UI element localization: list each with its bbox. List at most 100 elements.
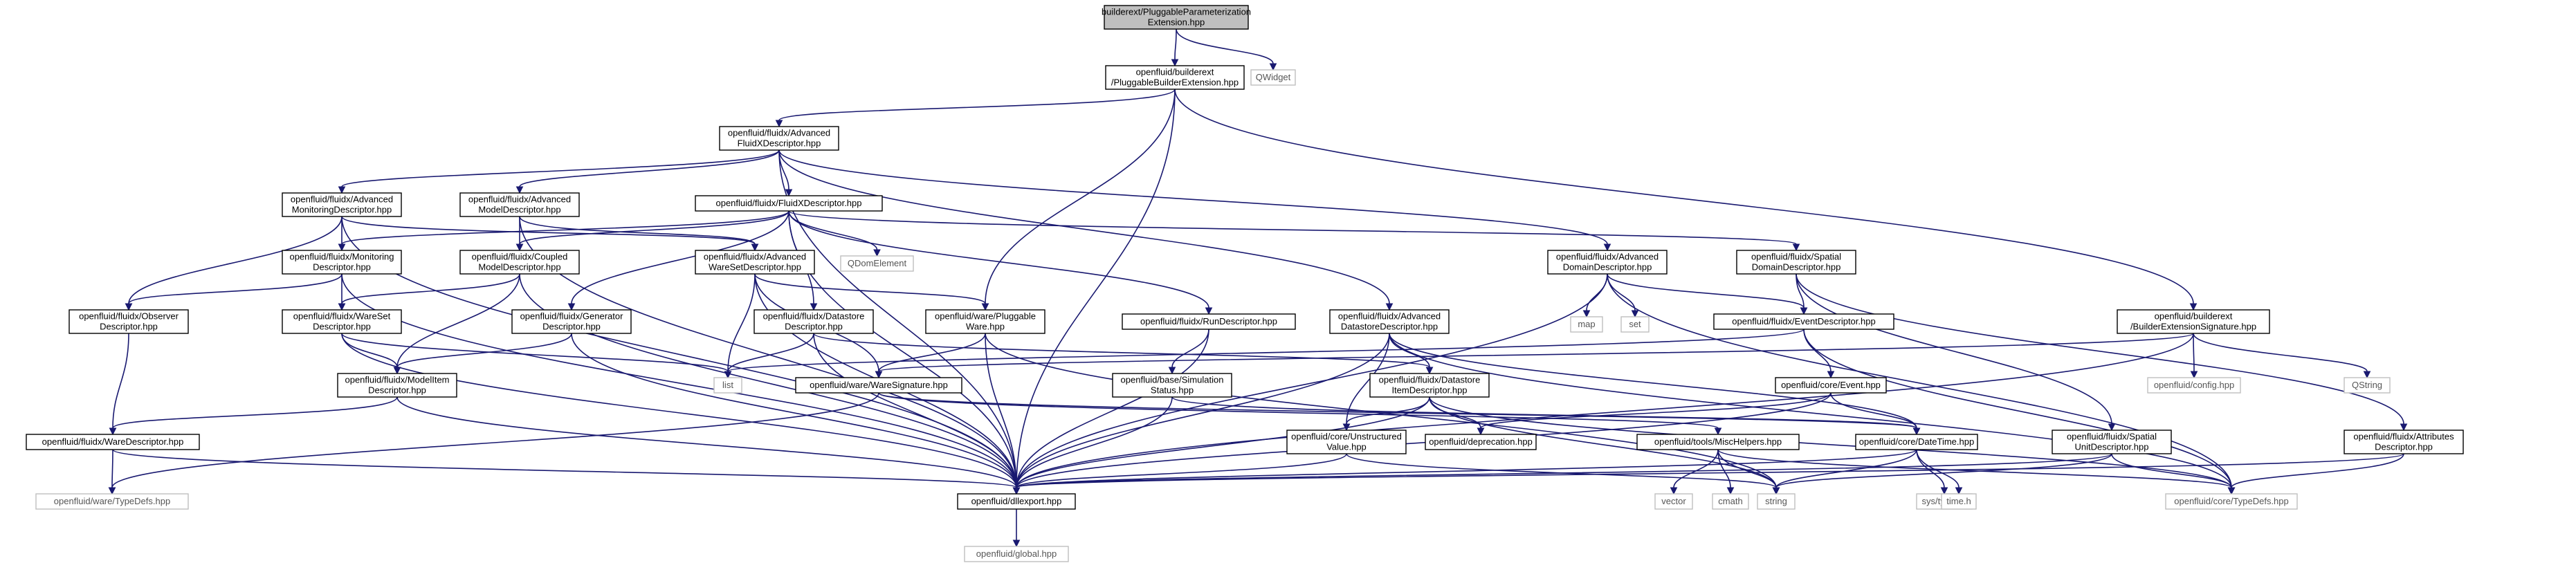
edge-add-to-map	[1586, 273, 1608, 311]
arrowhead-amodd-to-awsd	[751, 243, 759, 252]
node-box-sdd	[1736, 250, 1856, 275]
edge-attd-to-ctd	[2231, 453, 2404, 488]
node-label-qwidget-line1: QWidget	[1256, 72, 1291, 82]
edge-wsig-to-wtd	[111, 392, 879, 488]
node-label-rund-line1: openfluid/fluidx/RunDescriptor.hpp	[1140, 316, 1277, 326]
node-qdom: QDomElement	[840, 255, 914, 272]
node-label-uval-line2: Value.hpp	[1326, 442, 1367, 452]
node-label-dsd-line2: Descriptor.hpp	[785, 322, 843, 332]
node-label-dsid-line2: ItemDescriptor.hpp	[1391, 385, 1467, 396]
node-label-timeh-line1: time.h	[1946, 496, 1971, 506]
edge-amond-to-awsd	[341, 216, 756, 245]
node-box-attd	[2344, 430, 2464, 454]
node-box-mh	[1636, 434, 1800, 450]
node-label-adsd-line2: DatastoreDescriptor.hpp	[1341, 322, 1438, 332]
node-box-pbe	[1105, 65, 1245, 90]
edge-evd-to-ctd	[1803, 329, 2232, 488]
arrowhead-cmd-to-wsd	[338, 303, 346, 311]
node-box-wtd	[35, 493, 189, 510]
edge-dsd-to-dllexp	[813, 333, 1017, 488]
node-box-mid	[337, 373, 457, 398]
node-label-string-line1: string	[1765, 496, 1787, 506]
node-map: map	[1570, 316, 1603, 333]
node-box-wared	[26, 434, 200, 450]
node-wsig[interactable]: openfluid/ware/WareSignature.hpp	[795, 377, 962, 394]
node-evd[interactable]: openfluid/fluidx/EventDescriptor.hpp	[1713, 313, 1894, 330]
node-label-map-line1: map	[1578, 319, 1595, 329]
node-event[interactable]: openfluid/core/Event.hpp	[1775, 377, 1887, 394]
edge-monid-to-obsd	[128, 273, 342, 304]
node-sdd[interactable]: openfluid/fluidx/SpatialDomainDescriptor…	[1736, 250, 1856, 275]
node-label-pbe-line2: /PluggableBuilderExtension.hpp	[1111, 77, 1239, 88]
node-awsd[interactable]: openfluid/fluidx/AdvancedWareSetDescript…	[695, 250, 815, 275]
edge-obsd-to-wared	[112, 333, 129, 429]
node-label-list-line1: list	[722, 380, 733, 390]
edge-amond-to-obsd	[128, 216, 342, 304]
node-label-amond-line2: MonitoringDescriptor.hpp	[292, 205, 392, 215]
edge-bes-to-qstring	[2193, 333, 2368, 372]
node-label-obsd-line1: openfluid/fluidx/Observer	[79, 311, 179, 322]
node-label-sud-line2: UnitDescriptor.hpp	[2075, 442, 2149, 452]
node-list: list	[713, 377, 742, 394]
node-label-wared-line1: openfluid/fluidx/WareDescriptor.hpp	[42, 436, 184, 447]
arrowhead-sdd-to-sud	[2108, 423, 2116, 432]
edge-mid-to-wared	[112, 396, 398, 429]
node-label-attd-line2: Descriptor.hpp	[2375, 442, 2433, 452]
node-label-wsd-line2: Descriptor.hpp	[313, 322, 371, 332]
arrowhead-evd-to-list	[724, 371, 732, 379]
node-label-uval-line1: openfluid/core/Unstructured	[1291, 432, 1402, 442]
edge-pw-to-wsig	[878, 333, 986, 372]
edge-afxd-to-amodd	[519, 149, 780, 187]
node-fxd[interactable]: openfluid/fluidx/FluidXDescriptor.hpp	[695, 195, 883, 212]
node-dsd[interactable]: openfluid/fluidx/DatastoreDescriptor.hpp	[753, 309, 874, 334]
node-monid[interactable]: openfluid/fluidx/MonitoringDescriptor.hp…	[282, 250, 402, 275]
node-wsd[interactable]: openfluid/fluidx/WareSetDescriptor.hpp	[282, 309, 402, 334]
node-bes[interactable]: openfluid/builderext/BuilderExtensionSig…	[2117, 309, 2270, 334]
edge-awsd-to-list	[727, 273, 756, 372]
node-adsd[interactable]: openfluid/fluidx/AdvancedDatastoreDescri…	[1329, 309, 1450, 334]
node-label-fxd-line1: openfluid/fluidx/FluidXDescriptor.hpp	[715, 198, 861, 208]
node-mh[interactable]: openfluid/tools/MiscHelpers.hpp	[1636, 434, 1800, 450]
edge-root-to-qwidget	[1176, 28, 1274, 64]
node-add[interactable]: openfluid/fluidx/AdvancedDomainDescripto…	[1547, 250, 1668, 275]
node-dt[interactable]: openfluid/core/DateTime.hpp	[1855, 434, 1978, 450]
edge-adsd-to-dllexp	[1016, 333, 1390, 488]
node-rund[interactable]: openfluid/fluidx/RunDescriptor.hpp	[1122, 313, 1296, 330]
node-attd[interactable]: openfluid/fluidx/AttributesDescriptor.hp…	[2344, 430, 2464, 454]
node-label-awsd-line2: WareSetDescriptor.hpp	[709, 262, 801, 273]
arrowhead-pw-to-wsig	[875, 371, 883, 379]
node-box-fxd	[695, 195, 883, 212]
node-amond[interactable]: openfluid/fluidx/AdvancedMonitoringDescr…	[282, 192, 402, 217]
node-amodd[interactable]: openfluid/fluidx/AdvancedModelDescriptor…	[459, 192, 580, 217]
edge-amodd-to-awsd	[519, 216, 756, 245]
node-label-cfg-line1: openfluid/config.hpp	[2154, 380, 2234, 390]
edge-mid-to-dllexp	[396, 396, 1017, 488]
node-label-monid-line1: openfluid/fluidx/Monitoring	[289, 252, 394, 262]
node-sud[interactable]: openfluid/fluidx/SpatialUnitDescriptor.h…	[2052, 430, 2172, 454]
edge-bes-to-dllexp	[1016, 333, 2194, 488]
node-pbe[interactable]: openfluid/builderext/PluggableBuilderExt…	[1105, 65, 1245, 90]
node-set: set	[1620, 316, 1650, 333]
node-label-sims-line1: openfluid/base/Simulation	[1121, 375, 1224, 385]
node-afxd[interactable]: openfluid/fluidx/AdvancedFluidXDescripto…	[719, 126, 839, 151]
node-box-adsd	[1329, 309, 1450, 334]
arrowhead-event-to-depr	[1477, 427, 1485, 436]
node-box-add	[1547, 250, 1668, 275]
node-dsid[interactable]: openfluid/fluidx/DatastoreItemDescriptor…	[1369, 373, 1490, 398]
edge-pbe-to-pw	[985, 89, 1176, 304]
edge-fxd-to-gend	[571, 210, 789, 304]
edge-afxd-to-add	[778, 149, 1608, 245]
node-wared[interactable]: openfluid/fluidx/WareDescriptor.hpp	[26, 434, 200, 450]
node-cmd[interactable]: openfluid/fluidx/CoupledModelDescriptor.…	[459, 250, 580, 275]
node-dllexp[interactable]: openfluid/dllexport.hpp	[957, 493, 1076, 510]
node-root[interactable]: builderext/PluggableParameterizationExte…	[1102, 5, 1251, 30]
edge-fxd-to-dllexp	[788, 210, 1017, 488]
node-label-qdom-line1: QDomElement	[848, 258, 907, 268]
node-depr[interactable]: openfluid/deprecation.hpp	[1425, 434, 1537, 450]
